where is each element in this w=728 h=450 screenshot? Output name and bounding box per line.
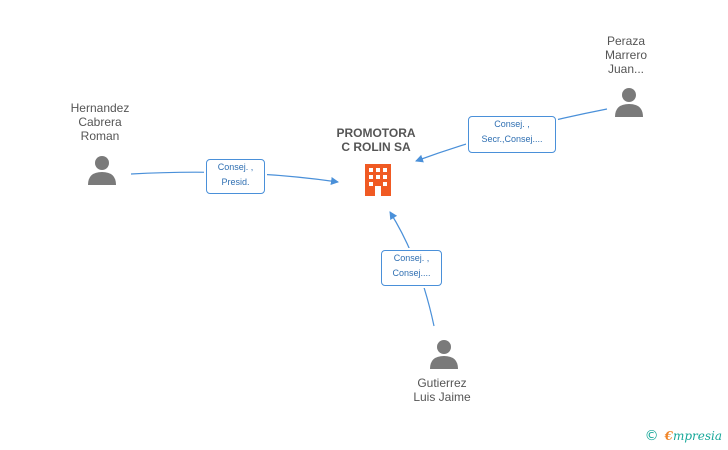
- person-name-gutierrez[interactable]: Gutierrez Luis Jaime: [382, 376, 502, 404]
- copyright-symbol: ©: [644, 428, 659, 444]
- role-label-gutierrez[interactable]: Consej. , Consej....: [381, 250, 442, 286]
- person-icon[interactable]: [428, 338, 460, 370]
- person-name-line: Luis Jaime: [413, 390, 471, 404]
- person-name-line: Roman: [80, 129, 120, 143]
- company-name[interactable]: PROMOTORA C ROLIN SA: [316, 126, 436, 154]
- person-name-peraza[interactable]: Peraza Marrero Juan...: [566, 34, 686, 76]
- person-name-line: Juan...: [607, 62, 645, 76]
- person-name-line: Cabrera: [78, 115, 122, 129]
- person-name-line: Hernandez: [70, 101, 130, 115]
- role-line: Consej. ,: [217, 162, 254, 172]
- person-name-line: Peraza: [606, 34, 646, 48]
- role-line: Consej. ,: [494, 119, 530, 129]
- role-line: Consej. ,: [393, 253, 430, 263]
- empresia-watermark: © €mpresia: [645, 428, 722, 444]
- person-name-line: Marrero: [604, 48, 647, 62]
- role-line: Consej....: [392, 268, 431, 278]
- role-label-peraza[interactable]: Consej. , Secr.,Consej....: [468, 116, 556, 153]
- company-name-line1: PROMOTORA: [336, 126, 416, 140]
- role-label-hernandez[interactable]: Consej. , Presid.: [206, 159, 265, 194]
- person-name-hernandez[interactable]: Hernandez Cabrera Roman: [40, 101, 160, 143]
- person-icon[interactable]: [86, 154, 118, 186]
- role-line: Presid.: [221, 177, 250, 187]
- person-name-line: Gutierrez: [417, 376, 467, 390]
- building-icon[interactable]: [361, 162, 395, 196]
- company-name-line2: C ROLIN SA: [341, 140, 411, 154]
- role-line: Secr.,Consej....: [481, 134, 543, 144]
- empresia-logo-e: €: [664, 429, 673, 443]
- person-icon[interactable]: [613, 86, 645, 118]
- empresia-logo-text: mpresia: [672, 429, 722, 443]
